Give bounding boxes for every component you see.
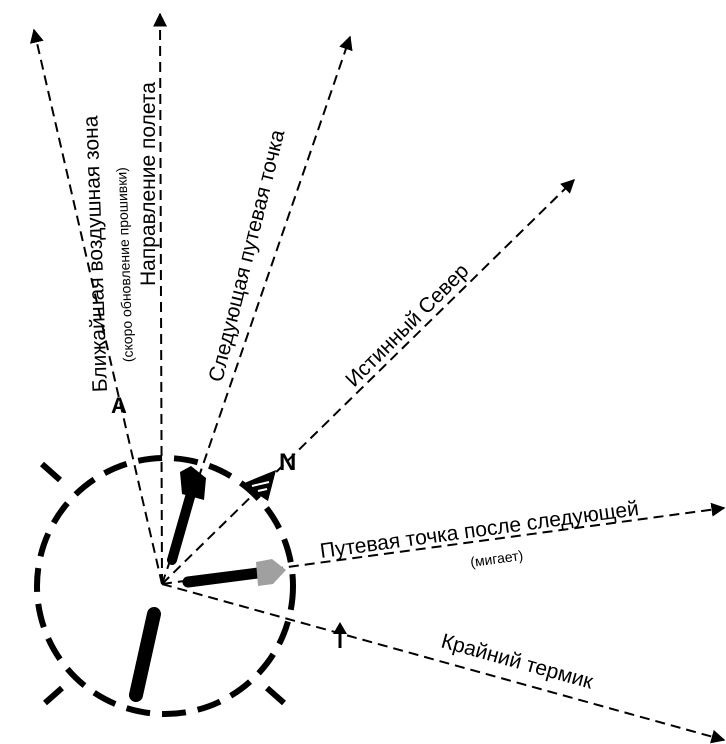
thermal-pointer (129, 607, 161, 702)
last-thermal-line (161, 583, 726, 744)
last-thermal-label: Крайний термик (439, 630, 597, 694)
ring-tick-bottom-right (265, 685, 286, 706)
flight-direction-line (153, 12, 168, 585)
next-waypoint-label: Следующая путевая точка (205, 127, 290, 384)
north-triangle-icon (242, 470, 276, 501)
true-north-line (161, 179, 575, 585)
waypoint-after-next-pointer (182, 559, 286, 588)
blinking-pointer-head (256, 559, 286, 586)
flight-direction-label: Направление полета (137, 82, 160, 286)
ring-tick-top-left (40, 461, 62, 483)
ring-tick-bottom-left (43, 685, 64, 706)
next-waypoint-pointer (167, 466, 206, 565)
thermal-arrow-icon (333, 622, 347, 648)
nearest-airspace-label: Ближайшая воздушная зона (79, 115, 112, 393)
compass-ring (34, 455, 296, 717)
airspace-marker-icon: A (111, 393, 127, 418)
nearest-airspace-line (30, 28, 163, 585)
firmware-note-label: (скоро обновление прошивки) (113, 167, 136, 363)
north-marker-letter: N (279, 449, 296, 476)
waypoint-after-next-line (161, 502, 726, 585)
true-north-label: Истинный Север (341, 259, 473, 391)
blinking-note-label: (мигает) (469, 547, 524, 570)
